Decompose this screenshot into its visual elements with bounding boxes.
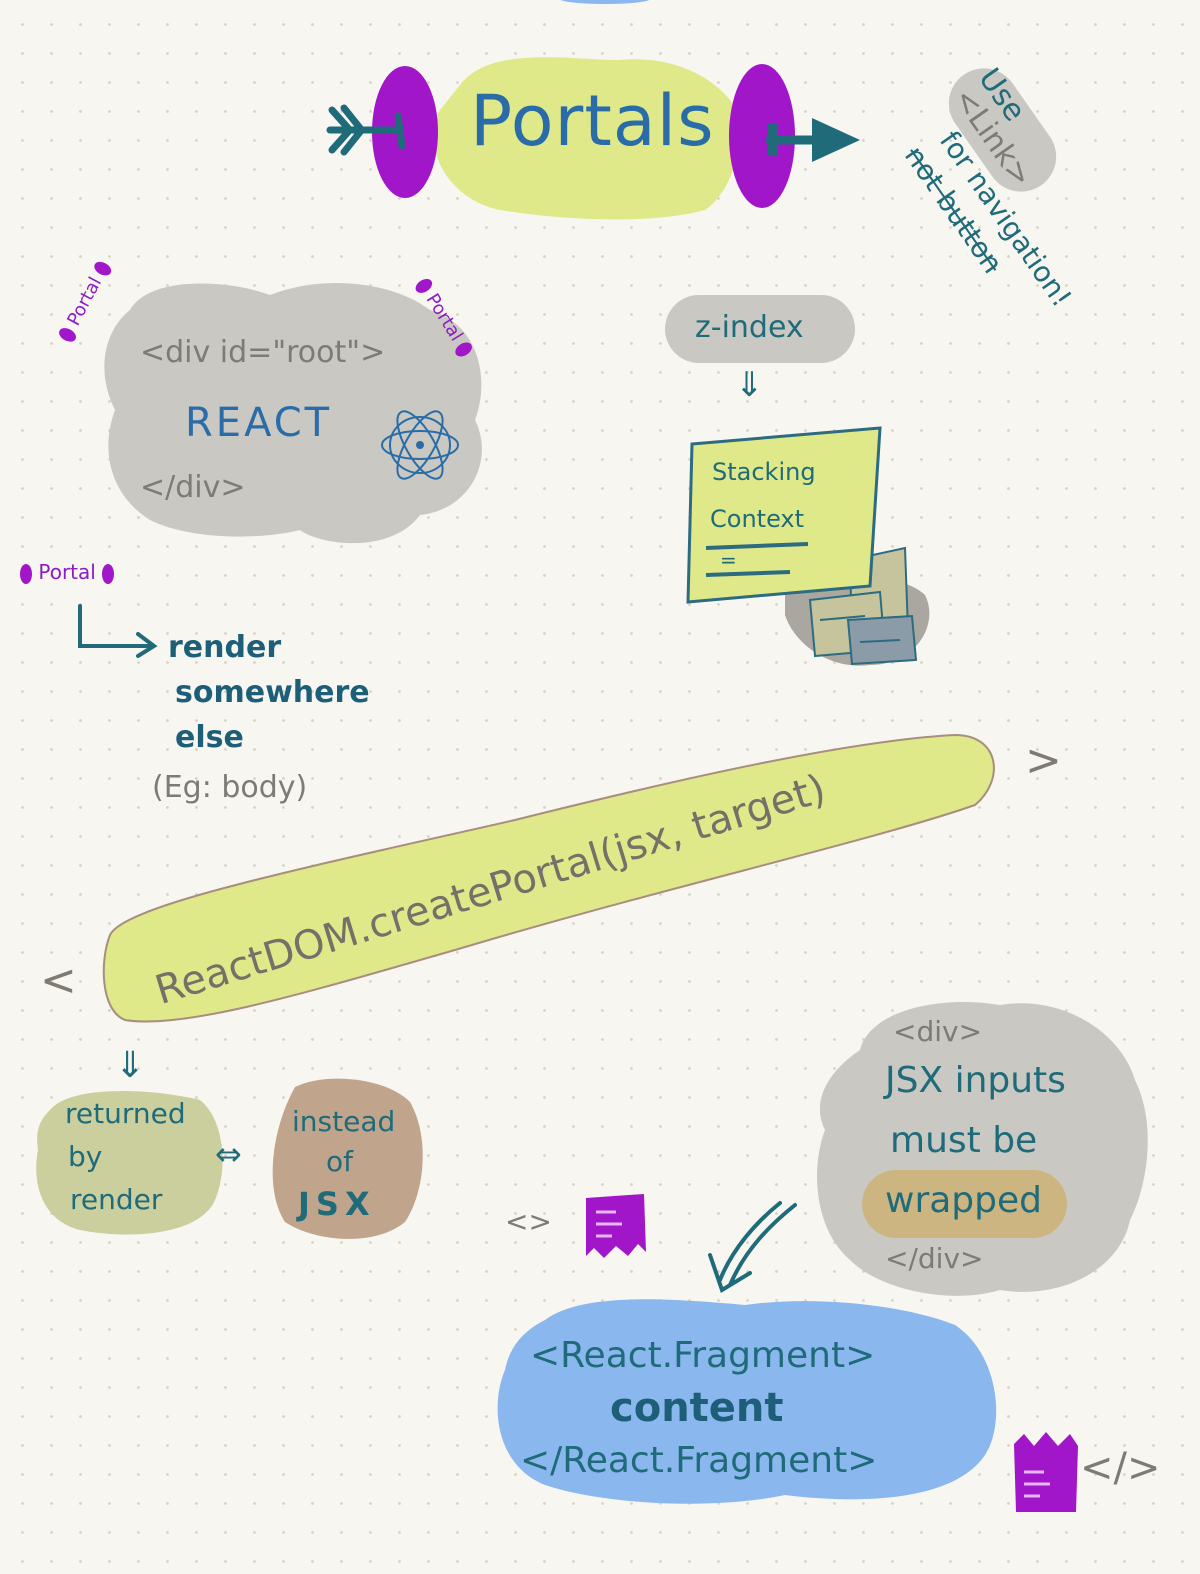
root-content: REACT [185,400,333,446]
returned-line3: render [70,1183,163,1216]
top-edge-mark [560,0,650,4]
title-highlight [433,57,740,220]
instead-line3: JSX [298,1185,376,1223]
hook-arrow-icon [78,604,158,658]
create-portal-left-bracket: < [40,955,77,1006]
instead-blob [272,1078,423,1239]
stack-card-main [686,426,882,604]
render-line2: somewhere [175,675,370,710]
returned-line2: by [68,1140,103,1173]
zindex-label: z-index [695,310,804,345]
portal-dot-icon [20,563,32,584]
outgoing-arrow-icon [765,118,860,162]
swap-arrow-icon: ⇔ [215,1135,242,1173]
short-fragment-close: </> [1080,1445,1161,1491]
returned-line1: returned [65,1097,186,1130]
zindex-down-arrow-icon: ⇓ [735,365,764,405]
root-close-tag: </div> [140,470,246,505]
root-cloud [104,283,482,544]
page-title: Portals [470,80,715,162]
wrapped-cloud [817,1002,1148,1296]
instead-line2: of [326,1145,353,1178]
stacking-lines: = [720,548,737,572]
portal-dot-icon [102,563,115,584]
right-portal-disc [729,64,795,208]
fragment-open-tag: <React.Fragment> [530,1335,876,1376]
render-line3: else [175,720,244,755]
fragment-close-icon [1014,1432,1078,1512]
wrapped-highlight [862,1170,1067,1238]
portal-label-text: Portal [38,560,96,584]
fragment-open-icon [586,1194,646,1258]
stacking-title-line2: Context [710,505,805,533]
incoming-arrow-icon [326,104,406,156]
portal-label-bottom: Portal [20,560,115,584]
instead-line1: instead [292,1105,396,1138]
root-open-tag: <div id="root"> [140,335,386,370]
wrapped-open-tag: <div> [893,1015,983,1048]
wrapped-line1: JSX inputs [885,1060,1066,1101]
title-illustration [326,57,860,220]
wrapped-line3: wrapped [885,1180,1043,1221]
create-portal-right-bracket: > [1025,735,1062,786]
portal-dot-icon [92,258,114,279]
zindex-highlight [665,295,855,363]
fragment-cloud [497,1299,997,1504]
stacking-title-line1: Stacking [712,458,816,486]
fragment-content: content [610,1385,784,1431]
returned-blob [36,1090,223,1235]
create-portal-highlight [102,733,995,1023]
create-portal-band [102,733,995,1023]
curved-arrow-icon [708,1201,797,1293]
left-portal-disc [372,66,438,198]
wrapped-line2: must be [890,1120,1038,1161]
returned-down-arrow-icon: ⇓ [115,1045,146,1086]
portal-dot-icon [56,325,79,345]
fragment-close-tag: </React.Fragment> [520,1440,878,1481]
render-example: (Eg: body) [152,770,308,805]
stacking-illustration [686,426,930,666]
wrapped-close-tag: </div> [885,1242,984,1275]
short-fragment-open: <> [505,1205,552,1238]
render-line1: render [168,630,282,665]
